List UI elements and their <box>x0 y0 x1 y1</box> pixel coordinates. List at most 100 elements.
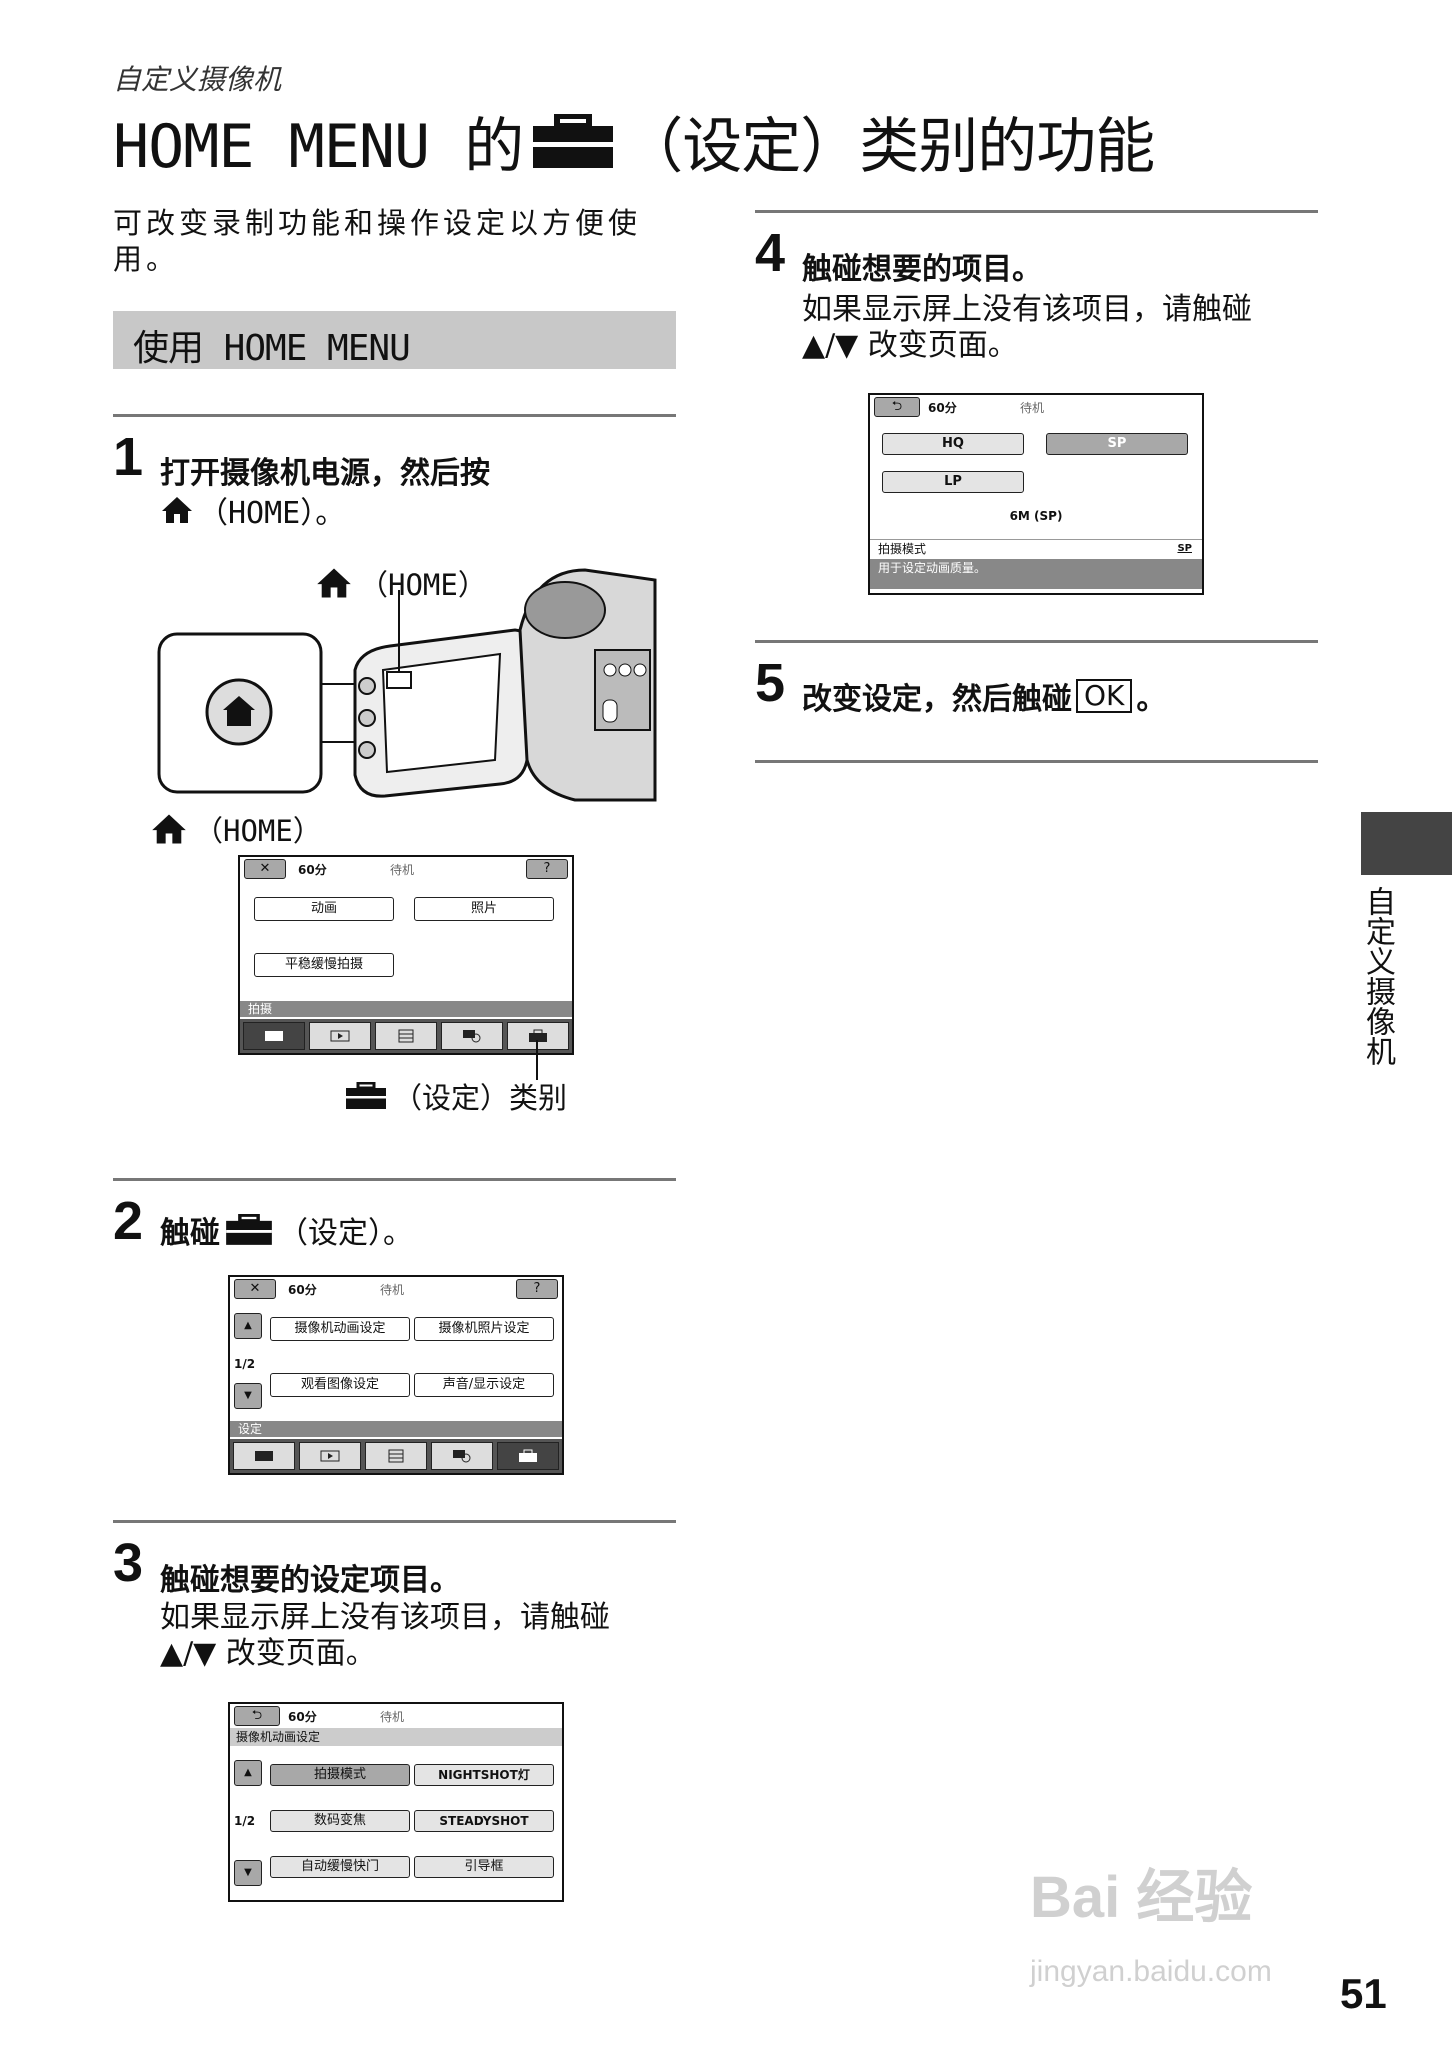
home-icon <box>317 568 351 598</box>
leader-line <box>536 1040 538 1080</box>
mode-badge: SP <box>1177 543 1192 554</box>
camcorder-illustration <box>157 568 657 802</box>
divider <box>113 1178 676 1181</box>
tab-settings[interactable] <box>507 1022 569 1050</box>
setting-button-rec-mode[interactable]: 拍摄模式 <box>270 1764 410 1786</box>
watermark-url: jingyan.baidu.com <box>1030 1955 1272 1988</box>
toolbox-icon <box>346 1082 386 1109</box>
category-tabs <box>240 1019 572 1053</box>
tab-manage[interactable] <box>431 1442 493 1470</box>
option-hq[interactable]: HQ <box>882 433 1024 455</box>
page-up-button[interactable]: ▲ <box>234 1760 262 1786</box>
battery-indicator: 60分 <box>928 401 957 415</box>
tab-playback[interactable] <box>309 1022 371 1050</box>
mode-label: 拍摄模式 <box>878 542 927 556</box>
step-text-a: 触碰 <box>160 1216 220 1251</box>
page-indicator: 1/2 <box>234 1357 256 1371</box>
step-subtext: 如果显示屏上没有该项目，请触碰 <box>160 1600 610 1635</box>
divider <box>113 414 676 417</box>
page-down-button[interactable]: ▼ <box>234 1383 262 1409</box>
setting-button-digital-zoom[interactable]: 数码变焦 <box>270 1810 410 1832</box>
divider <box>755 760 1318 763</box>
side-tab-label: 自定义摄像机 <box>1360 886 1395 1066</box>
step-text: 改变设定，然后触碰 OK 。 <box>802 674 1166 718</box>
tab-manage[interactable] <box>441 1022 503 1050</box>
step-subtext: 如果显示屏上没有该项目，请触碰 <box>802 292 1252 327</box>
step-number: 3 <box>113 1533 144 1593</box>
step-text: 触碰想要的项目。 <box>802 252 1042 287</box>
step-text-a: 改变设定，然后触碰 <box>802 682 1072 717</box>
home-callout-label: （HOME） <box>359 568 487 602</box>
screen-topbar: ✕ 60分 待机 ? <box>240 857 572 881</box>
description-bar: 用于设定动画质量。 <box>870 559 1202 589</box>
battery-indicator: 60分 <box>298 863 327 877</box>
home-caption-label: （HOME） <box>194 814 322 848</box>
back-button[interactable]: ⮌ <box>234 1706 280 1726</box>
tab-other[interactable] <box>375 1022 437 1050</box>
step-subtext-2: ▲/▼ 改变页面。 <box>802 328 1018 363</box>
step-text-b: 。 <box>1136 682 1167 717</box>
toolbox-icon <box>226 1214 272 1245</box>
setting-button-steadyshot[interactable]: STEADYSHOT <box>414 1810 554 1832</box>
home-icon <box>162 497 192 523</box>
menu-button-sound-display-setup[interactable]: 声音/显示设定 <box>414 1373 554 1397</box>
step-number: 4 <box>755 223 786 283</box>
battery-indicator: 60分 <box>288 1710 317 1724</box>
intro-text: 可改变录制功能和操作设定以方便使用。 <box>113 206 642 276</box>
close-button[interactable]: ✕ <box>244 859 286 879</box>
step-subtext-2: ▲/▼ 改变页面。 <box>160 1636 376 1671</box>
toolbox-icon <box>531 113 615 170</box>
menu-button-photo[interactable]: 照片 <box>414 897 554 921</box>
title-suffix: （设定）类别的功能 <box>623 112 1155 182</box>
tab-other[interactable] <box>365 1442 427 1470</box>
status-text: 待机 <box>390 863 415 877</box>
option-lp[interactable]: LP <box>882 471 1024 493</box>
side-tab <box>1361 812 1452 875</box>
close-button[interactable]: ✕ <box>234 1279 276 1299</box>
menu-button-movie[interactable]: 动画 <box>254 897 394 921</box>
step-number: 2 <box>113 1191 144 1251</box>
tab-camera[interactable] <box>243 1022 305 1050</box>
tab-settings[interactable] <box>497 1442 559 1470</box>
tab-camera[interactable] <box>233 1442 295 1470</box>
mode-label-row: 拍摄模式 SP <box>870 539 1202 558</box>
step-number: 5 <box>755 653 786 713</box>
setting-button-nightshot[interactable]: NIGHTSHOT灯 <box>414 1764 554 1786</box>
screen-home-menu: ✕ 60分 待机 ? 动画 照片 平稳缓慢拍摄 拍摄 <box>238 855 574 1055</box>
screen-heading: 摄像机动画设定 <box>230 1728 562 1746</box>
menu-button-camera-photo-setup[interactable]: 摄像机照片设定 <box>414 1317 554 1341</box>
page-title: HOME MENU 的 （设定）类别的功能 <box>113 98 1155 185</box>
settings-caption-label: （设定）类别 <box>393 1081 568 1115</box>
home-icon <box>152 814 186 844</box>
divider <box>755 210 1318 213</box>
menu-button-smooth-slow[interactable]: 平稳缓慢拍摄 <box>254 953 394 977</box>
home-callout: （HOME） <box>315 562 487 604</box>
menu-button-camera-movie-setup[interactable]: 摄像机动画设定 <box>270 1317 410 1341</box>
page-indicator: 1/2 <box>234 1814 256 1828</box>
help-button[interactable]: ? <box>526 859 568 879</box>
screen-topbar: ⮌ 60分 待机 <box>230 1704 562 1728</box>
screen-topbar: ⮌ 60分 待机 <box>870 395 1202 419</box>
settings-category-caption: （设定）类别 <box>345 1075 567 1117</box>
home-label: （HOME）。 <box>198 496 346 531</box>
screen-rec-mode: ⮌ 60分 待机 HQ SP LP 6M (SP) 拍摄模式 SP 用于设定动画… <box>868 393 1204 595</box>
back-button[interactable]: ⮌ <box>874 397 920 417</box>
page-up-button[interactable]: ▲ <box>234 1313 262 1339</box>
home-button-caption: （HOME） <box>150 808 322 850</box>
setting-button-auto-slow-shutter[interactable]: 自动缓慢快门 <box>270 1856 410 1878</box>
menu-button-view-image-setup[interactable]: 观看图像设定 <box>270 1373 410 1397</box>
step-text: 打开摄像机电源，然后按 <box>160 456 490 491</box>
setting-button-guide-frame[interactable]: 引导框 <box>414 1856 554 1878</box>
step-text-b: （设定）。 <box>278 1216 413 1251</box>
page-down-button[interactable]: ▼ <box>234 1860 262 1886</box>
step-text: 触碰想要的设定项目。 <box>160 1563 460 1598</box>
option-sp[interactable]: SP <box>1046 433 1188 455</box>
tab-playback[interactable] <box>299 1442 361 1470</box>
status-text: 待机 <box>1020 401 1045 415</box>
battery-indicator: 60分 <box>288 1283 317 1297</box>
screen-settings-menu: ✕ 60分 待机 ? ▲ 1/2 ▼ 摄像机动画设定 摄像机照片设定 观看图像设… <box>228 1275 564 1475</box>
subheading-bar: 使用 HOME MENU <box>113 311 676 369</box>
status-text: 待机 <box>380 1710 405 1724</box>
help-button[interactable]: ? <box>516 1279 558 1299</box>
divider <box>113 1520 676 1523</box>
